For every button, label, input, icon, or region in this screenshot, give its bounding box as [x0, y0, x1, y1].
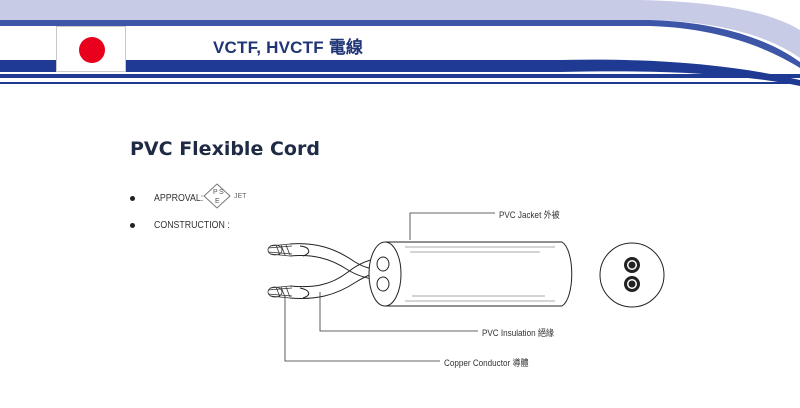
- pse-jet-mark-icon: P S E JET: [203, 183, 247, 209]
- header-thin-swoosh: [0, 20, 800, 68]
- japan-flag-icon: [56, 26, 126, 72]
- jacket: [368, 241, 573, 307]
- conductor-leader: [284, 296, 440, 362]
- lower-conductor-strands: [267, 285, 293, 299]
- jacket-inner-wires: [376, 256, 390, 292]
- header-band: [0, 0, 800, 86]
- header-light-swoosh: [0, 0, 800, 58]
- page-title: PVC Flexible Cord: [130, 138, 320, 160]
- header-thick-band: [0, 59, 800, 86]
- approval-bullet: [130, 196, 135, 201]
- cross-section-jacket: [599, 242, 665, 308]
- header-title: VCTF, HVCTF 電線: [213, 38, 364, 57]
- upper-conductor-strands: [267, 243, 293, 257]
- pse-letter-s: S: [219, 189, 224, 196]
- cable-illustration: [267, 212, 573, 362]
- callout-leader-lines: [284, 212, 495, 362]
- pse-diamond-outline: [203, 183, 231, 209]
- cross-section-conductor-top: [624, 257, 640, 273]
- cable-cross-section: [599, 242, 665, 308]
- construction-label: CONSTRUCTION :: [154, 220, 230, 231]
- flag-red-disc: [79, 37, 105, 63]
- jacket-shading-lines: [405, 246, 555, 302]
- jet-mark: JET: [234, 193, 247, 200]
- insulation-callout: PVC Insulation 絕緣: [482, 328, 555, 338]
- jacket-leader: [409, 212, 495, 240]
- pse-letter-e: E: [215, 198, 220, 205]
- cross-section-conductor-bottom: [624, 276, 640, 292]
- header-bottom-line: [0, 74, 800, 78]
- pse-letter-p: P: [213, 189, 218, 196]
- construction-bullet: [130, 223, 135, 228]
- approval-label: APPROVAL:: [154, 193, 204, 204]
- jacket-callout: PVC Jacket 外被: [499, 210, 560, 220]
- insulation-leader: [319, 292, 478, 332]
- conductor-callout: Copper Conductor 導體: [444, 358, 529, 368]
